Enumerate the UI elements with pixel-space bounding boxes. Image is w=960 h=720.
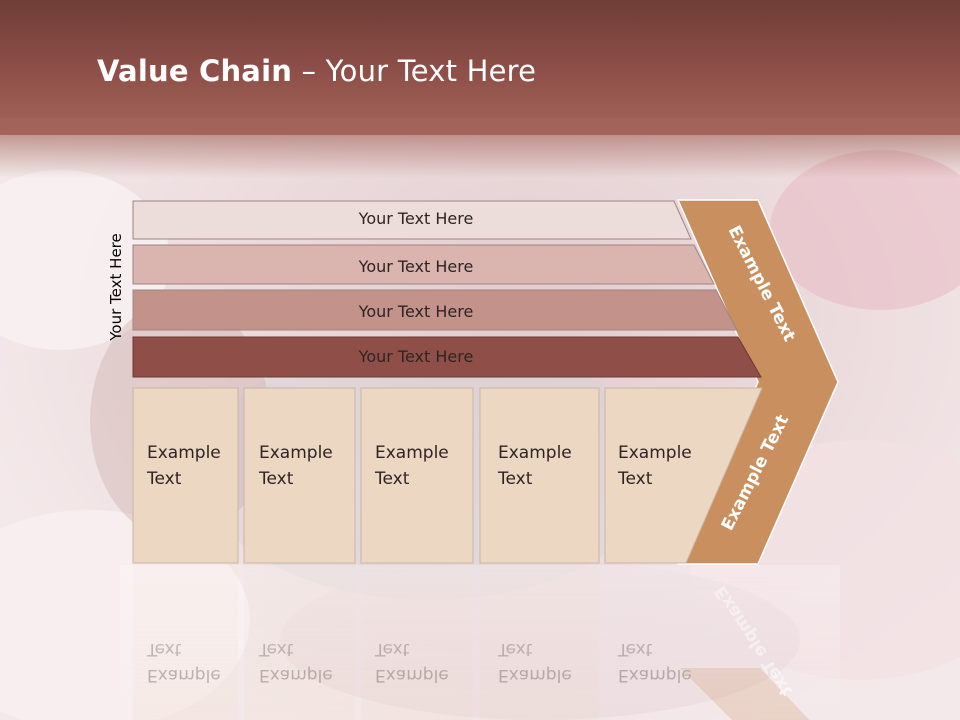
box-2-line1: Example bbox=[259, 443, 333, 463]
box-1 bbox=[132, 387, 239, 564]
title-rest: – Your Text Here bbox=[292, 54, 537, 88]
box-4-line1: Example bbox=[498, 443, 572, 463]
header-fade bbox=[0, 118, 960, 178]
bars: Your Text Here Your Text Here Your Text … bbox=[132, 200, 762, 378]
box-2 bbox=[243, 387, 356, 564]
box-5 bbox=[604, 387, 763, 564]
boxes: Example Text Example Text Example Text E… bbox=[132, 387, 763, 564]
bar-3 bbox=[132, 289, 738, 331]
box-3-line1: Example bbox=[375, 443, 449, 463]
box-1-line2: Text bbox=[146, 469, 182, 489]
bar-4 bbox=[132, 336, 762, 378]
bar-label-1: Your Text Here bbox=[358, 209, 474, 228]
box-2-line2: Text bbox=[258, 469, 294, 489]
bar-2 bbox=[132, 244, 715, 285]
bar-1 bbox=[132, 200, 692, 240]
bar-label-4: Your Text Here bbox=[358, 347, 474, 366]
bar-label-2: Your Text Here bbox=[358, 257, 474, 276]
header-band bbox=[0, 0, 960, 135]
reflection: Example Text Example Text Example Text E… bbox=[120, 564, 840, 720]
reflection-fade bbox=[120, 565, 840, 720]
title-bold: Value Chain bbox=[97, 54, 293, 88]
box-5-line1: Example bbox=[618, 443, 692, 463]
box-1-line1: Example bbox=[147, 443, 221, 463]
bar-label-3: Your Text Here bbox=[358, 302, 474, 321]
box-3 bbox=[360, 387, 474, 564]
box-4 bbox=[479, 387, 600, 564]
box-5-line2: Text bbox=[617, 469, 653, 489]
box-4-line2: Text bbox=[497, 469, 533, 489]
box-3-line2: Text bbox=[374, 469, 410, 489]
slide-title: Value Chain – Your Text Here bbox=[97, 54, 536, 88]
